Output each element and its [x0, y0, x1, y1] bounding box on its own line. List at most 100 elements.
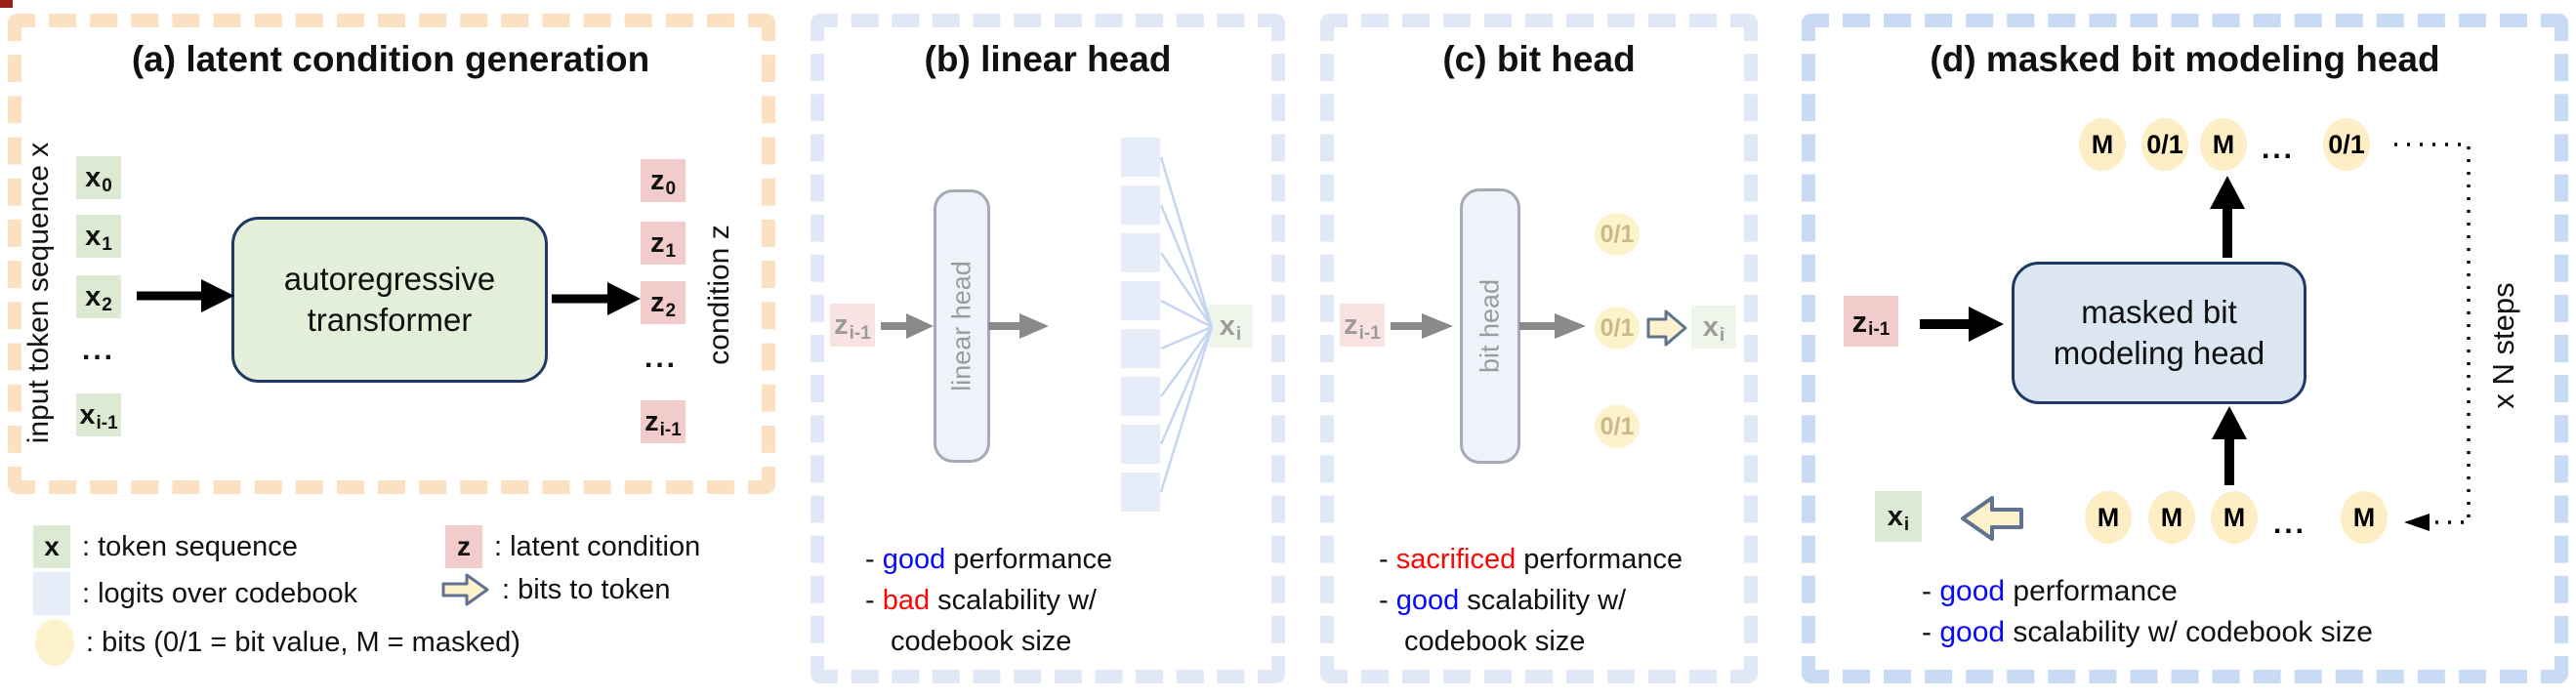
legend-bits-to-token: : bits to token: [441, 572, 671, 607]
logit-cell: [1121, 425, 1160, 464]
bit-circle-01: 0/1: [1595, 213, 1640, 256]
note-line: - good scalability w/: [1379, 585, 1627, 616]
panel-c-title: (c) bit head: [1442, 39, 1636, 79]
arrow-z-to-linear-head: [881, 313, 934, 339]
linear-head-box: linear head: [934, 189, 990, 463]
x-column-ellipsis: ...: [82, 334, 116, 366]
legend-label: : bits to token: [502, 573, 671, 605]
token-main: z: [1344, 309, 1358, 341]
token-sub: i-1: [1358, 322, 1381, 344]
note-line: - good performance: [865, 544, 1113, 575]
arrow-head-to-top-bits: [2210, 176, 2245, 258]
token-sub: 0: [665, 178, 677, 199]
logit-cell: [1121, 281, 1160, 320]
arrow-x-to-transformer: [137, 279, 234, 312]
bit-head-box: bit head: [1460, 188, 1520, 464]
legend-label: : logits over codebook: [82, 577, 358, 609]
arrow-transformer-to-z: [552, 282, 641, 315]
panel-a-title: (a) latent condition generation: [131, 39, 650, 79]
token-sub: i-1: [96, 412, 118, 433]
box-line: transformer: [307, 302, 473, 338]
panel-a-border: [8, 14, 775, 494]
bit-circle-01: 0/1: [1595, 405, 1640, 448]
bit-circle-masked: M: [2085, 491, 2132, 544]
bit-circle-masked: M: [2148, 491, 2195, 544]
panel-b-notes: - good performance - bad scalability w/ …: [865, 539, 1112, 662]
legend-latent-condition: z : latent condition: [445, 525, 700, 568]
bit-row-ellipsis: ...: [2262, 133, 2296, 165]
box-line: autoregressive: [283, 261, 496, 297]
token-main: z: [1851, 304, 1868, 339]
token-sub: 2: [665, 300, 677, 321]
token-sub: 0: [102, 175, 112, 196]
bit-row-ellipsis: ...: [2273, 508, 2307, 540]
logits-fan-lines: [1159, 156, 1214, 493]
arrow-linear-head-to-logits: [988, 313, 1049, 339]
legend-token-sequence: x : token sequence: [33, 525, 298, 568]
logit-cell: [1121, 138, 1160, 177]
panel-d-title: (d) masked bit modeling head: [1930, 39, 2440, 79]
panel-c-notes: - sacrificed performance - good scalabil…: [1379, 539, 1683, 662]
legend-logits: : logits over codebook: [33, 572, 357, 615]
bits-to-token-arrow-icon: [441, 573, 489, 606]
arrow-bottom-bits-to-head: [2212, 406, 2247, 485]
token-sub: i-1: [1868, 318, 1890, 340]
token-main: z: [649, 286, 665, 318]
legend-bits: : bits (0/1 = bit value, M = masked): [35, 619, 520, 666]
panel-c-border: [1320, 14, 1758, 683]
token-main: x: [79, 398, 96, 431]
legend-label: : token sequence: [82, 530, 298, 562]
z-column-ellipsis: ...: [644, 342, 679, 374]
token-sub: i: [1903, 514, 1910, 535]
token-sub: i: [1235, 323, 1242, 345]
logit-cell: [1121, 185, 1160, 225]
token-sub: i-1: [849, 322, 871, 344]
recurrence-dotted-path: [2394, 143, 2471, 531]
panel-d-border: [1802, 14, 2568, 683]
logit-cell: [1121, 473, 1160, 512]
bit-circle-01: 0/1: [2141, 118, 2188, 171]
logits-swatch: [33, 572, 70, 615]
token-main: z: [649, 164, 665, 196]
autoregressive-transformer-box: autoregressive transformer: [231, 217, 548, 383]
token-sub: 1: [102, 233, 112, 255]
bit-circle-masked: M: [2211, 491, 2258, 544]
note-line: codebook size: [1404, 626, 1586, 657]
bit-circle-masked: M: [2341, 491, 2388, 544]
bit-circle-01: 0/1: [2323, 118, 2370, 171]
masked-bit-modeling-head-box: masked bit modeling head: [2012, 262, 2306, 404]
note-line: codebook size: [891, 626, 1072, 657]
token-main: x: [85, 280, 102, 312]
token-main: x: [1219, 309, 1235, 342]
bit-circle-masked: M: [2200, 118, 2247, 171]
note-line: - good scalability w/ codebook size: [1922, 616, 2373, 648]
pink-token-swatch: z: [445, 525, 482, 568]
arrow-z-to-masked-head: [1920, 307, 2004, 342]
token-main: x: [85, 220, 102, 252]
token-sub: i-1: [659, 419, 682, 440]
token-main: z: [649, 226, 665, 259]
logit-cell: [1121, 233, 1160, 272]
bit-circle-01: 0/1: [1595, 307, 1640, 350]
arrow-z-to-bit-head: [1391, 313, 1453, 339]
legend-label: : latent condition: [494, 530, 701, 562]
token-sub: 2: [102, 294, 112, 315]
bit-circle-masked: M: [2079, 118, 2126, 171]
legend-label: : bits (0/1 = bit value, M = masked): [86, 626, 520, 658]
token-main: z: [834, 309, 849, 341]
